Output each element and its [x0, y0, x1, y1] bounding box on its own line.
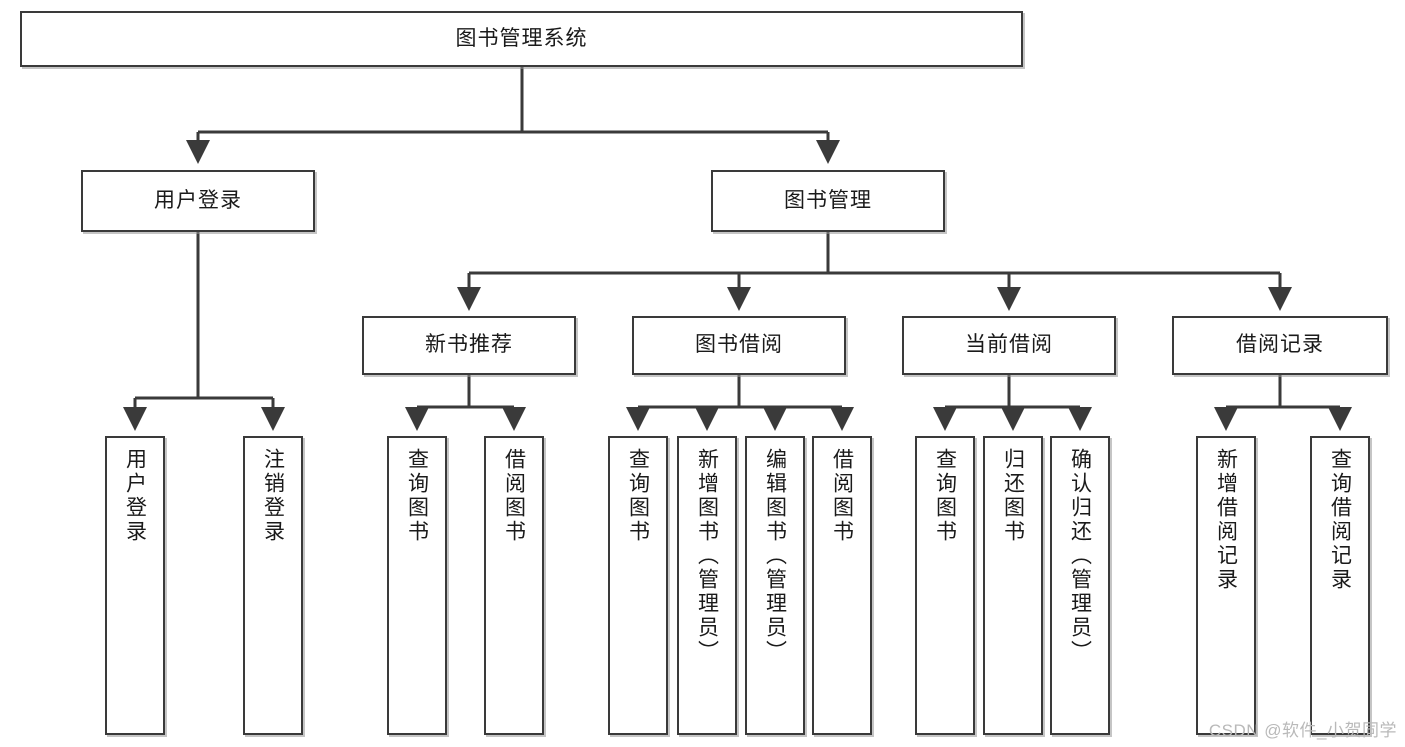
node-label: 借阅记录 [1236, 333, 1324, 357]
node-label: 图书借阅 [695, 333, 783, 357]
node-label: 用户登录 [123, 448, 147, 544]
node-label: 确认归还（管理员） [1068, 448, 1092, 664]
node-l4-b1[interactable]: 查询图书 [387, 436, 447, 735]
node-l4-d1[interactable]: 查询图书 [915, 436, 975, 735]
node-l3-borrow[interactable]: 图书借阅 [632, 316, 846, 375]
node-label: 新书推荐 [425, 333, 513, 357]
node-label: 注销登录 [261, 448, 285, 544]
node-label: 图书管理 [784, 188, 872, 212]
node-label: 借阅图书 [830, 448, 854, 544]
node-l4-c3[interactable]: 编辑图书（管理员） [745, 436, 805, 735]
node-l3-current[interactable]: 当前借阅 [902, 316, 1116, 375]
node-label: 编辑图书（管理员） [763, 448, 787, 664]
node-l4-e2[interactable]: 查询借阅记录 [1310, 436, 1370, 735]
node-l4-c2[interactable]: 新增图书（管理员） [677, 436, 737, 735]
node-label: 归还图书 [1001, 448, 1025, 544]
node-l4-e1[interactable]: 新增借阅记录 [1196, 436, 1256, 735]
node-l4-d2[interactable]: 归还图书 [983, 436, 1043, 735]
node-label: 新增图书（管理员） [695, 448, 719, 664]
node-l3-record[interactable]: 借阅记录 [1172, 316, 1388, 375]
node-l4-a2[interactable]: 注销登录 [243, 436, 303, 735]
node-l4-c1[interactable]: 查询图书 [608, 436, 668, 735]
node-label: 查询图书 [933, 448, 957, 544]
node-l4-d3[interactable]: 确认归还（管理员） [1050, 436, 1110, 735]
node-label: 查询借阅记录 [1328, 448, 1352, 592]
node-label: 查询图书 [626, 448, 650, 544]
node-label: 图书管理系统 [455, 26, 588, 50]
node-label: 查询图书 [405, 448, 429, 544]
node-l3-newbook[interactable]: 新书推荐 [362, 316, 576, 375]
node-l2-login[interactable]: 用户登录 [81, 170, 315, 232]
node-label: 当前借阅 [965, 333, 1053, 357]
node-l2-book[interactable]: 图书管理 [711, 170, 945, 232]
node-root[interactable]: 图书管理系统 [20, 11, 1023, 67]
node-label: 借阅图书 [502, 448, 526, 544]
node-l4-c4[interactable]: 借阅图书 [812, 436, 872, 735]
node-l4-b2[interactable]: 借阅图书 [484, 436, 544, 735]
node-label: 新增借阅记录 [1214, 448, 1238, 592]
csdn-watermark: CSDN @软件_小贺同学 [1208, 721, 1397, 740]
node-label: 用户登录 [154, 188, 242, 212]
node-l4-a1[interactable]: 用户登录 [105, 436, 165, 735]
